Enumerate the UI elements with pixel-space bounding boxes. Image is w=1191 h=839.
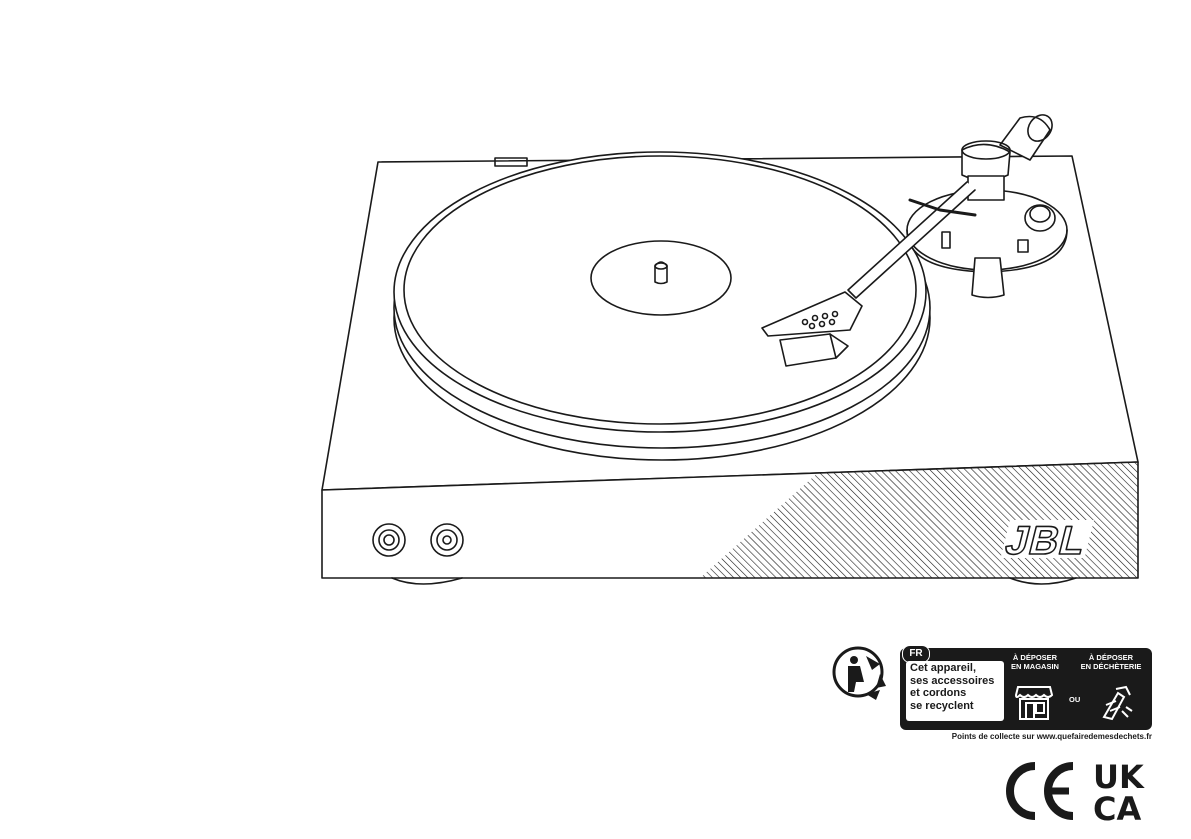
ukca-bottom: CA [1093, 790, 1141, 822]
spindle [655, 262, 667, 284]
recycle-message: Cet appareil, ses accessoires et cordons… [910, 662, 1006, 712]
arm-rest [972, 258, 1004, 298]
svg-text:JBL: JBL [1001, 518, 1091, 563]
store-icon [1014, 683, 1054, 723]
option-dump-label: À DÉPOSER EN DÉCHÈTERIE [1078, 654, 1144, 671]
triman-recycling-label: FR Cet appareil, ses accessoires et cord… [834, 645, 1152, 745]
foot-left [392, 578, 462, 584]
ce-mark-icon [1010, 766, 1073, 816]
jbl-logo: JBL [999, 518, 1094, 563]
foot-right [1010, 578, 1076, 584]
anti-skate-dial [1025, 205, 1055, 231]
option-store-label: À DÉPOSER EN MAGASIN [1002, 654, 1068, 671]
collection-points-text: Points de collecte sur www.quefairedemes… [934, 732, 1152, 741]
dump-icon [1096, 683, 1136, 723]
option-separator: OU [1069, 695, 1080, 704]
ce-ukca-marks: UK CA [1003, 760, 1153, 822]
